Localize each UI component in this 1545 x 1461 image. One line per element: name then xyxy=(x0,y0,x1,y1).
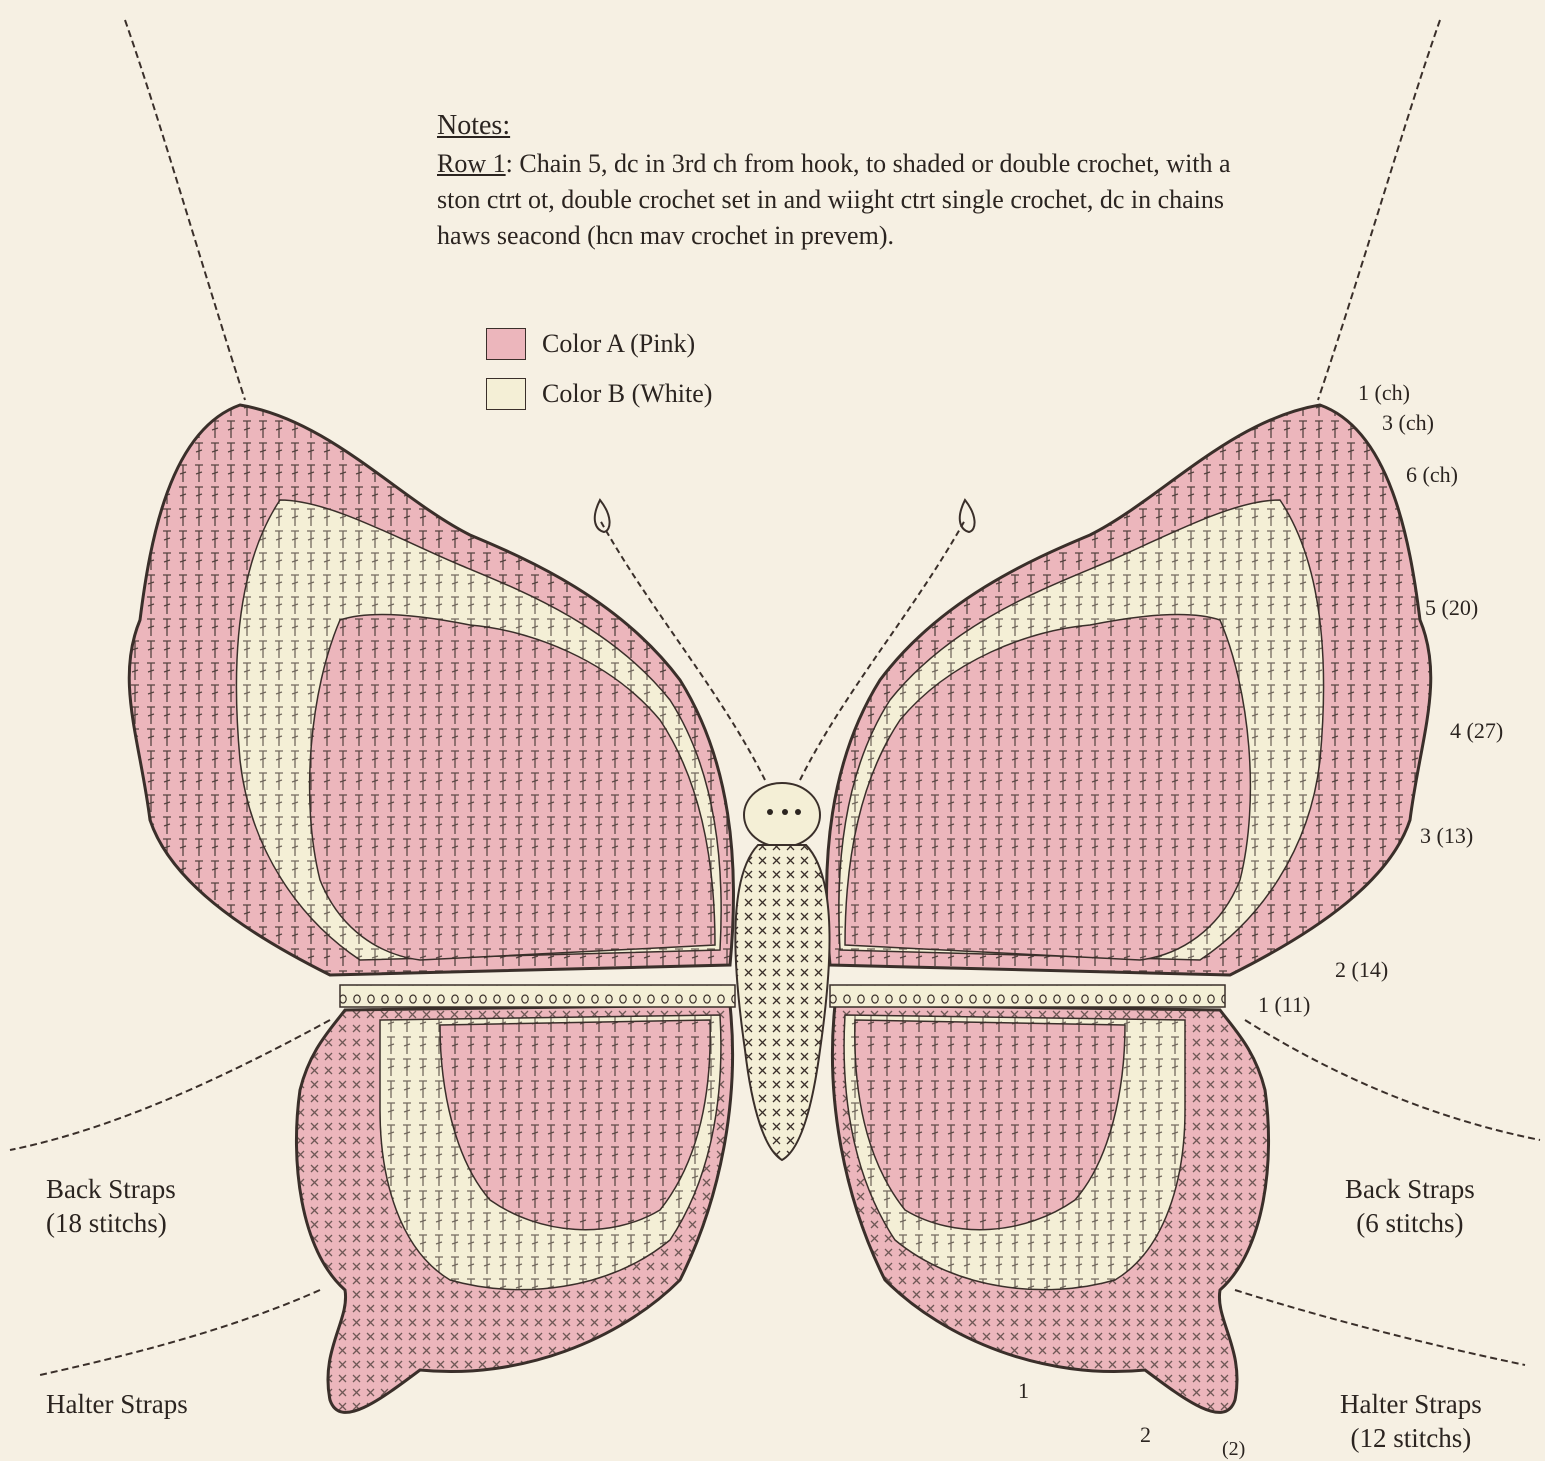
halter-straps-right-count: (12 stitchs) xyxy=(1340,1421,1482,1455)
right-upper-wing xyxy=(827,405,1431,975)
right-lower-wing xyxy=(832,1005,1268,1412)
halter-straps-right-label: Halter Straps (12 stitchs) xyxy=(1340,1387,1482,1455)
back-straps-right-title: Back Straps xyxy=(1345,1172,1475,1206)
butterfly-body xyxy=(735,783,829,1160)
halter-straps-left-label: Halter Straps xyxy=(46,1387,188,1421)
row-label: 3 (13) xyxy=(1420,823,1473,849)
notes-row-text: : Chain 5, dc in 3rd ch from hook, to sh… xyxy=(437,149,1231,250)
legend-item-color-a: Color A (Pink) xyxy=(486,326,712,362)
legend-swatch-pink xyxy=(486,328,526,360)
back-straps-left-count: (18 stitchs) xyxy=(46,1206,176,1240)
row-label: 2 (14) xyxy=(1335,957,1388,983)
back-straps-right-label: Back Straps (6 stitchs) xyxy=(1345,1172,1475,1240)
row-label: 5 (20) xyxy=(1425,595,1478,621)
back-straps-left-label: Back Straps (18 stitchs) xyxy=(46,1172,176,1240)
halter-straps-right-title: Halter Straps xyxy=(1340,1387,1482,1421)
back-straps-left-title: Back Straps xyxy=(46,1172,176,1206)
legend-label: Color B (White) xyxy=(542,379,712,409)
legend-label: Color A (Pink) xyxy=(542,329,695,359)
row-label: 6 (ch) xyxy=(1406,462,1458,488)
row-label: 4 (27) xyxy=(1450,718,1503,744)
row-label: 1 (11) xyxy=(1258,992,1310,1018)
back-straps-right-count: (6 stitchs) xyxy=(1345,1206,1475,1240)
left-neck-strap xyxy=(125,20,245,400)
left-halter-strap xyxy=(40,1290,320,1375)
row-label: (2) xyxy=(1222,1438,1245,1461)
pattern-notes: Notes: Row 1: Chain 5, dc in 3rd ch from… xyxy=(437,108,1237,254)
right-neck-strap xyxy=(1318,20,1440,400)
row-label: 1 (ch) xyxy=(1358,380,1410,406)
left-lower-wing xyxy=(296,1005,732,1412)
row-label: 2 xyxy=(1140,1422,1151,1448)
row-label: 1 xyxy=(1018,1378,1029,1404)
color-legend: Color A (Pink) Color B (White) xyxy=(486,326,712,426)
halter-straps-left-title: Halter Straps xyxy=(46,1387,188,1421)
right-antenna-tip xyxy=(960,500,975,532)
notes-heading: Notes: xyxy=(437,108,1237,144)
notes-row-label: Row 1 xyxy=(437,149,506,178)
body-head xyxy=(744,783,820,847)
right-halter-strap xyxy=(1235,1290,1525,1365)
legend-item-color-b: Color B (White) xyxy=(486,376,712,412)
left-back-strap xyxy=(10,1020,330,1150)
left-antenna-tip xyxy=(595,500,610,532)
left-upper-wing xyxy=(129,405,733,975)
legend-swatch-white xyxy=(486,378,526,410)
right-back-strap xyxy=(1245,1020,1540,1140)
row-label: 3 (ch) xyxy=(1382,410,1434,436)
